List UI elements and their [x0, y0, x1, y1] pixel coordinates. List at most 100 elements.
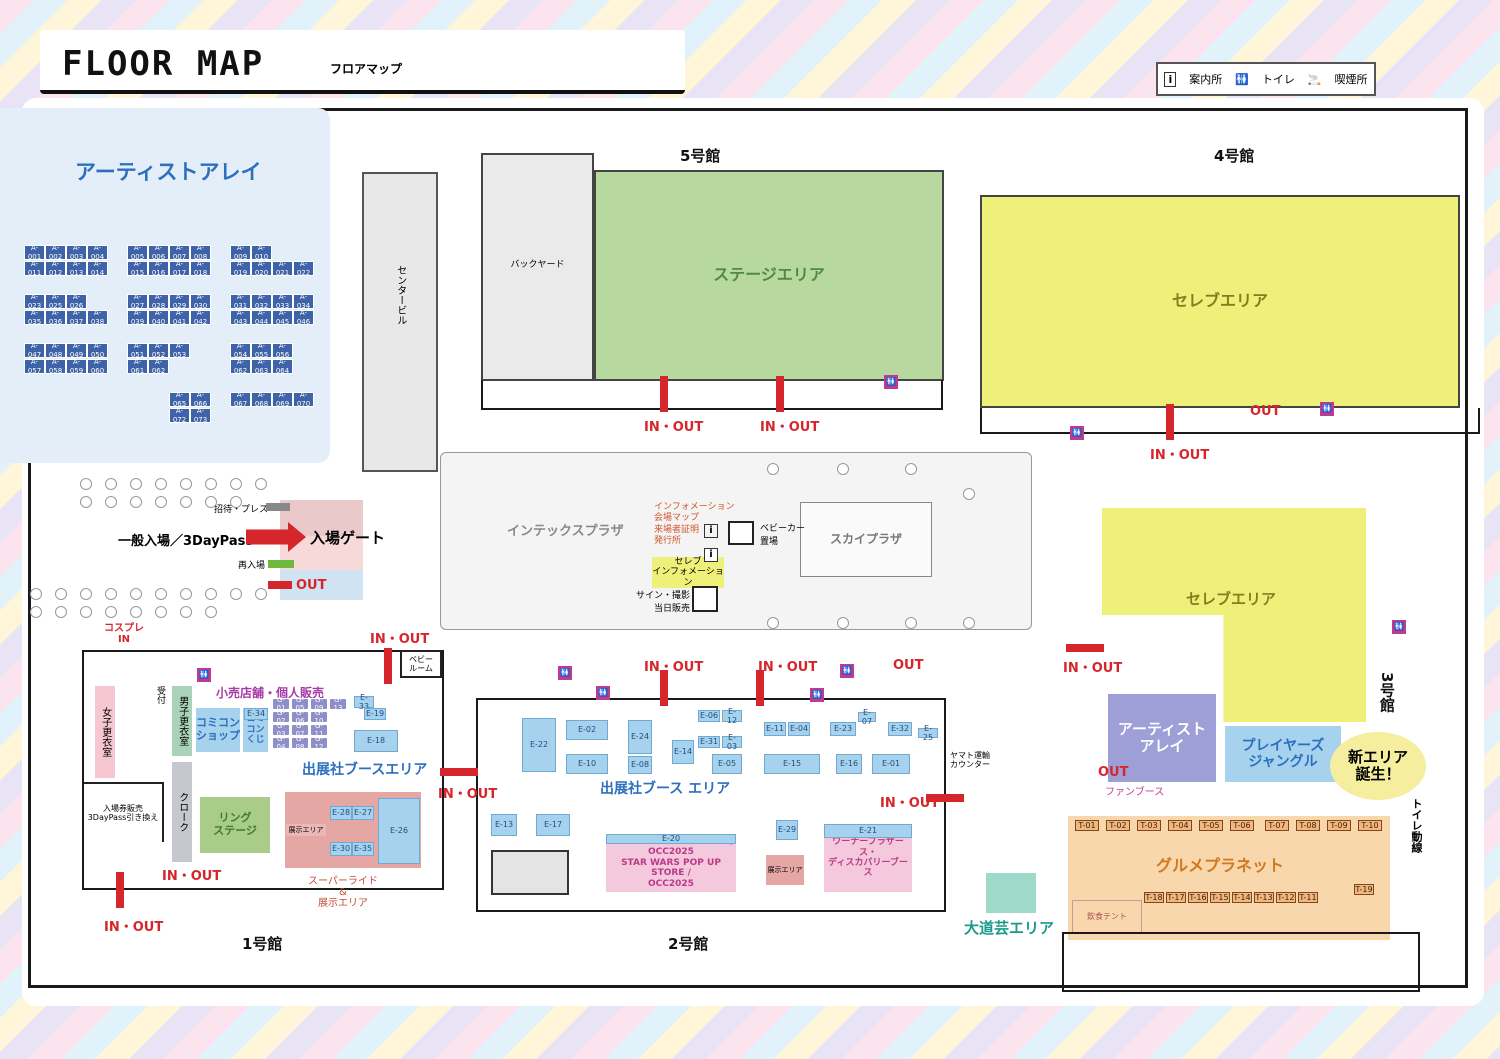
reentry-label: 再入場 — [238, 561, 266, 571]
info-icon: i — [704, 524, 718, 538]
center-bill-label: センタービル — [394, 265, 406, 325]
baby-car-label: ベビーカー 置場 — [760, 524, 806, 547]
booth-E-27: E-27 — [352, 806, 374, 820]
booth-A-038: A-038 — [87, 309, 108, 326]
booth-E-29: E-29 — [776, 820, 798, 840]
booth-A-067: A-067 — [230, 391, 251, 408]
booth-A-052: A-052 — [148, 342, 169, 359]
booth-T-13: T-13 — [1254, 892, 1274, 903]
booth-A-035: A-035 — [24, 309, 45, 326]
booth-A-030: A-030 — [190, 293, 211, 310]
booth-A-034: A-034 — [293, 293, 314, 310]
hall-5-label: 5号館 — [680, 147, 721, 165]
booth-A-041: A-041 — [169, 309, 190, 326]
booth-A-037: A-037 — [66, 309, 87, 326]
booth-A-002: A-002 — [45, 244, 66, 261]
io-marker-out: OUT — [1250, 404, 1281, 419]
decor-circle — [230, 478, 242, 490]
booth-E-17: E-17 — [536, 814, 570, 836]
booth-A-054: A-054 — [230, 342, 251, 359]
decor-circle — [105, 588, 117, 600]
booth-E-23: E-23 — [830, 722, 856, 736]
restroom-icon: 🚻 — [840, 664, 854, 678]
booth-G-03: G-03 — [272, 722, 290, 738]
hall-4-label: 4号館 — [1214, 147, 1255, 165]
decor-circle — [105, 478, 117, 490]
booth-T-07: T-07 — [1265, 820, 1289, 831]
gate-out-label: OUT — [296, 578, 327, 593]
io-marker-out: OUT — [1098, 765, 1129, 780]
decor-circle — [205, 588, 217, 600]
decor-circle — [205, 606, 217, 618]
booth-T-16: T-16 — [1188, 892, 1208, 903]
decor-circle — [80, 496, 92, 508]
booth-E-14: E-14 — [672, 740, 694, 764]
booth-G-09: G-09 — [310, 696, 328, 712]
baby-car-box — [728, 521, 754, 545]
booth-E-07: E-07 — [858, 708, 876, 726]
booth-A-036: A-036 — [45, 309, 66, 326]
exhibit-area-2: 展示エリア — [766, 855, 804, 885]
booth-E-15: E-15 — [764, 754, 820, 774]
ticket-counter: 入場券販売 3DayPass引き換え — [84, 782, 164, 842]
booth-A-061: A-061 — [127, 358, 148, 375]
restroom-icon: 🚻 — [1235, 72, 1249, 86]
io-arrow — [660, 670, 668, 706]
hall-4-wall-segment — [980, 408, 1480, 434]
booth-T-15: T-15 — [1210, 892, 1230, 903]
io-marker-inout: IN・OUT — [1063, 661, 1123, 676]
women-dressing-room: 女子更衣室 — [95, 686, 115, 778]
io-marker-inout: IN・OUT — [880, 796, 940, 811]
booth-A-057: A-057 — [24, 358, 45, 375]
booth-G-01: G-01 — [272, 696, 290, 712]
decor-circle — [30, 588, 42, 600]
io-arrow — [926, 794, 964, 802]
booth-A-028: A-028 — [148, 293, 169, 310]
plaza-pillar — [963, 617, 975, 629]
venue-outline — [28, 108, 1468, 988]
hall-2-outline — [476, 698, 946, 912]
hall-3-lower-block — [1062, 932, 1420, 992]
sky-plaza: スカイプラザ — [800, 502, 932, 577]
decor-circle — [30, 606, 42, 618]
press-arrow — [266, 503, 290, 511]
booth-T-11: T-11 — [1298, 892, 1318, 903]
stage-area: ステージエリア — [594, 170, 944, 381]
booth-A-022: A-022 — [293, 260, 314, 277]
booth-A-017: A-017 — [169, 260, 190, 277]
artist-alley-2: アーティスト アレイ — [1108, 694, 1216, 782]
io-marker-inout: IN・OUT — [104, 920, 164, 935]
io-arrow — [440, 768, 478, 776]
celeb-area-top: セレブエリア — [980, 195, 1460, 408]
booth-A-007: A-007 — [169, 244, 190, 261]
booth-E-20: E-20 — [606, 834, 736, 844]
booth-E-04: E-04 — [788, 722, 810, 736]
booth-A-073: A-073 — [190, 407, 211, 424]
booth-A-008: A-008 — [190, 244, 211, 261]
restroom-icon: 🚻 — [197, 668, 211, 682]
booth-A-012: A-012 — [45, 260, 66, 277]
decor-circle — [80, 606, 92, 618]
decor-circle — [230, 588, 242, 600]
general-entry-label: 一般入場／3DayPass — [118, 534, 254, 549]
backyard — [481, 153, 594, 381]
booth-T-09: T-09 — [1327, 820, 1351, 831]
booth-A-065: A-065 — [169, 391, 190, 408]
new-area-label: 新エリア 誕生！ — [1347, 747, 1408, 783]
booth-A-018: A-018 — [190, 260, 211, 277]
booth-G-05: G-05 — [291, 696, 309, 712]
booth-A-026: A-026 — [66, 293, 87, 310]
booth-E-13: E-13 — [491, 814, 517, 836]
io-marker-inout: IN・OUT — [644, 420, 704, 435]
booth-T-14: T-14 — [1232, 892, 1252, 903]
info-label: インフォメーション 会場マップ 来場者証明 発行所 — [654, 502, 735, 546]
legend-toilet-label: トイレ — [1261, 73, 1295, 86]
stage-area-label: ステージエリア — [713, 265, 825, 285]
booth-A-048: A-048 — [45, 342, 66, 359]
decor-circle — [105, 496, 117, 508]
booth-A-039: A-039 — [127, 309, 148, 326]
smoking-icon: 🚬 — [1307, 72, 1322, 86]
booth-G-13: G-13 — [329, 696, 347, 712]
hall-2-label: 2号館 — [668, 935, 709, 953]
